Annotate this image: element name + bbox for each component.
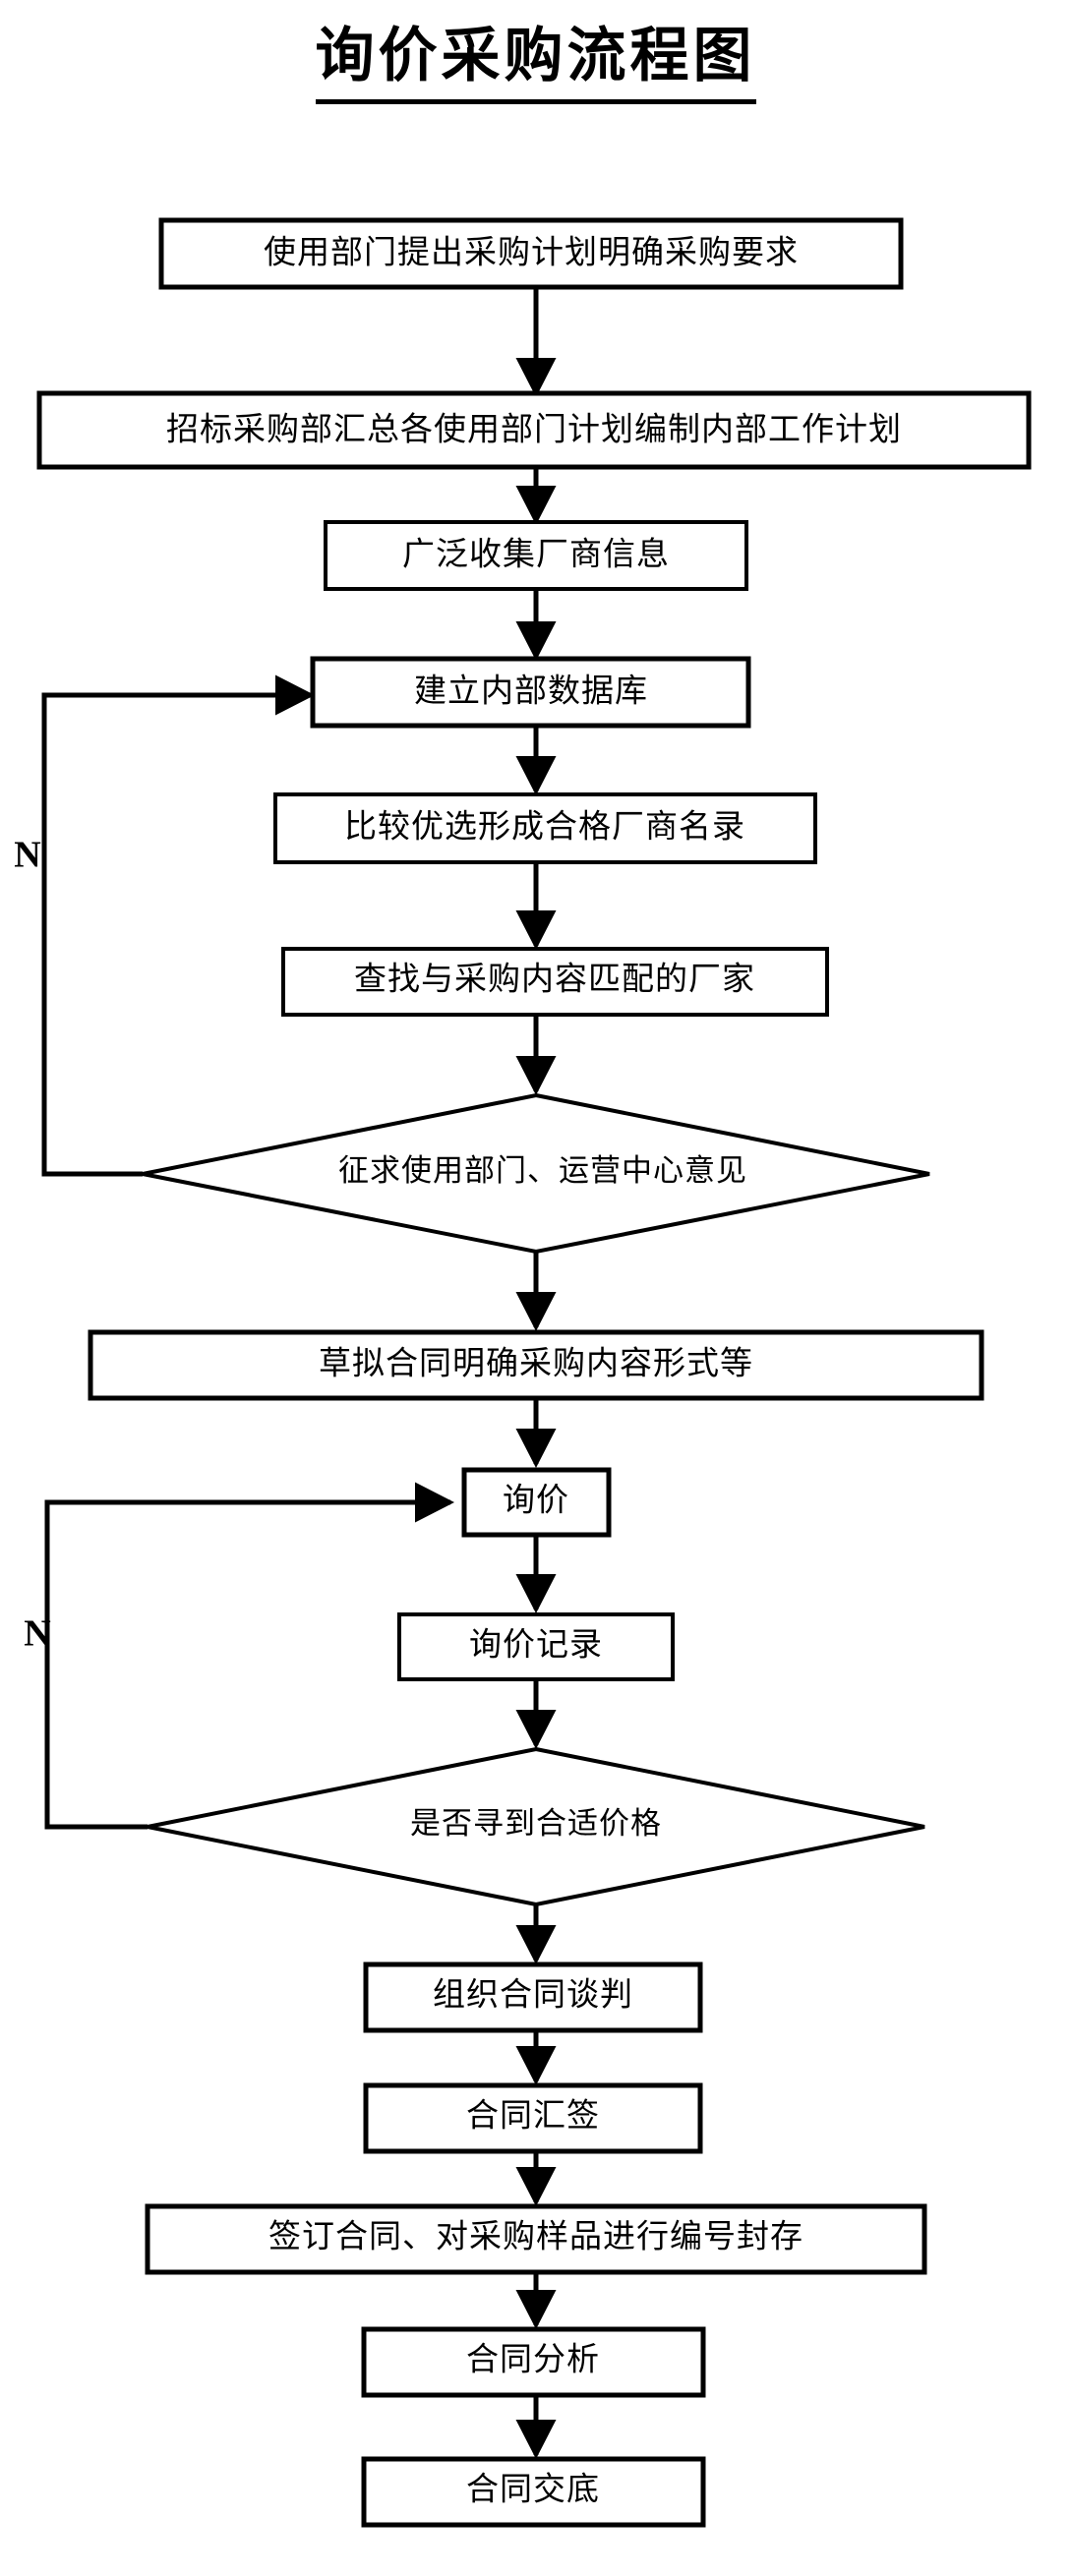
- edge-d1-n4-feedback: [41, 674, 316, 1177]
- node-box: [158, 217, 904, 290]
- node-box: [36, 390, 1032, 470]
- node-label: 建立内部数据库: [414, 673, 648, 710]
- branch-label-n-upper: N: [14, 835, 40, 876]
- node-inquiry-record[interactable]: 询价记录: [397, 1612, 675, 1681]
- node-label: 组织合同谈判: [433, 1977, 633, 2014]
- node-contract-countersign[interactable]: 合同汇签: [363, 2082, 703, 2154]
- branch-label-layer: N N: [14, 835, 50, 1655]
- branch-label-n-lower: N: [24, 1613, 50, 1655]
- node-contract-negotiation[interactable]: 组织合同谈判: [363, 1961, 703, 2033]
- page-title: 询价采购流程图: [0, 8, 1071, 104]
- decision-diamond: [142, 1092, 930, 1255]
- node-find-matching-vendor[interactable]: 查找与采购内容匹配的厂家: [281, 947, 829, 1017]
- node-box: [145, 2203, 927, 2275]
- node-label: 比较优选形成合格厂商名录: [344, 809, 745, 846]
- connector-layer: [41, 287, 557, 2460]
- node-box: [361, 2326, 706, 2398]
- node-qualified-vendor-list[interactable]: 比较优选形成合格厂商名录: [273, 792, 817, 864]
- node-box: [363, 1961, 703, 2033]
- node-box: [310, 656, 751, 729]
- node-use-dept-plan[interactable]: 使用部门提出采购计划明确采购要求: [158, 217, 904, 290]
- node-inquiry[interactable]: 询价: [461, 1467, 612, 1538]
- node-box: [273, 792, 817, 864]
- node-label: 合同交底: [466, 2472, 600, 2508]
- node-label: 合同汇签: [466, 2098, 600, 2135]
- node-collect-vendor-info[interactable]: 广泛收集厂商信息: [324, 520, 748, 591]
- page-title-text: 询价采购流程图: [315, 8, 756, 104]
- node-layer: 使用部门提出采购计划明确采购要求 招标采购部汇总各使用部门计划编制内部工作计划 …: [36, 217, 1032, 2528]
- node-label: 签订合同、对采购样品进行编号封存: [268, 2219, 803, 2255]
- node-box: [397, 1612, 675, 1681]
- node-bid-dept-consolidate[interactable]: 招标采购部汇总各使用部门计划编制内部工作计划: [36, 390, 1032, 470]
- node-build-database[interactable]: 建立内部数据库: [310, 656, 751, 729]
- node-sign-contract-seal-sample[interactable]: 签订合同、对采购样品进行编号封存: [145, 2203, 927, 2275]
- decision-diamond: [147, 1746, 925, 1907]
- node-label: 广泛收集厂商信息: [402, 537, 670, 573]
- node-contract-analysis[interactable]: 合同分析: [361, 2326, 706, 2398]
- node-draft-contract[interactable]: 草拟合同明确采购内容形式等: [88, 1329, 984, 1401]
- node-label: 询价: [503, 1483, 569, 1519]
- node-box: [363, 2082, 703, 2154]
- node-label: 是否寻到合适价格: [410, 1806, 662, 1841]
- node-label: 使用部门提出采购计划明确采购要求: [264, 235, 799, 271]
- node-label: 询价记录: [469, 1627, 603, 1664]
- node-label: 征求使用部门、运营中心意见: [338, 1153, 747, 1188]
- node-label: 合同分析: [466, 2342, 600, 2378]
- node-box: [324, 520, 748, 591]
- node-contract-briefing[interactable]: 合同交底: [361, 2456, 706, 2528]
- node-decision-price-found[interactable]: 是否寻到合适价格: [147, 1746, 925, 1907]
- node-decision-solicit-opinion[interactable]: 征求使用部门、运营中心意见: [142, 1092, 930, 1255]
- node-label: 查找与采购内容匹配的厂家: [354, 962, 755, 998]
- node-box: [88, 1329, 984, 1401]
- edge-d2-n8-feedback: [44, 1482, 455, 1830]
- node-box: [361, 2456, 706, 2528]
- node-box: [281, 947, 829, 1017]
- node-box: [461, 1467, 612, 1538]
- node-label: 招标采购部汇总各使用部门计划编制内部工作计划: [166, 412, 902, 448]
- node-label: 草拟合同明确采购内容形式等: [319, 1346, 753, 1382]
